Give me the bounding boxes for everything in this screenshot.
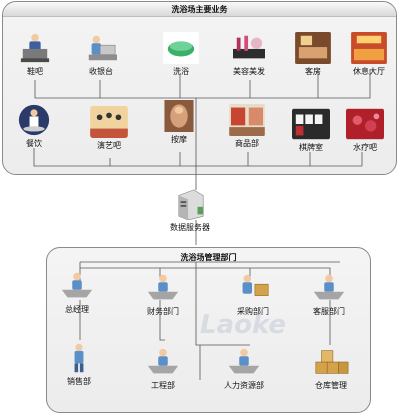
finance-desk-icon (147, 274, 179, 300)
performance-label: 演艺吧 (97, 141, 121, 150)
general-manager-node[interactable]: 总经理 (58, 270, 96, 315)
stage-show-icon (90, 106, 128, 138)
sales-icon (74, 343, 84, 373)
shop-node[interactable]: 商品部 (228, 104, 266, 149)
massage-icon (164, 100, 194, 132)
general-manager-label: 总经理 (65, 305, 89, 314)
server-icon (178, 189, 204, 220)
sales-node[interactable]: 销售部 (60, 342, 98, 387)
guestroom-node[interactable]: 客房 (294, 32, 332, 77)
lounge-node[interactable]: 休息大厅 (350, 32, 388, 77)
customer-service-node[interactable]: 客服部门 (310, 272, 348, 317)
sales-label: 销售部 (67, 377, 91, 386)
spa-icon (346, 108, 384, 140)
purchasing-label: 采购部门 (237, 307, 269, 316)
data-server-label: 数据服务器 (170, 223, 210, 232)
lounge-label: 休息大厅 (353, 67, 385, 76)
performance-node[interactable]: 演艺吧 (90, 106, 128, 151)
massage-label: 按摩 (171, 135, 187, 144)
main-business-title: 洗浴场主要业务 (171, 5, 228, 14)
engineering-label: 工程部 (151, 381, 175, 390)
bar-label: 鞋吧 (27, 67, 43, 76)
data-server-node[interactable]: 数据服务器 (170, 188, 210, 233)
engineering-node[interactable]: 工程部 (144, 346, 182, 391)
warehouse-node[interactable]: 仓库管理 (312, 346, 350, 391)
cashier-icon (88, 35, 117, 61)
manager-desk-icon (61, 272, 93, 298)
chess-room-node[interactable]: 棋牌室 (292, 108, 330, 153)
bathing-node[interactable]: 洗浴 (162, 32, 200, 77)
purchasing-icon (242, 274, 269, 296)
mahjong-icon (292, 108, 330, 140)
hr-label: 人力资源部 (224, 381, 264, 390)
customer-service-label: 客服部门 (313, 307, 345, 316)
lounge-icon (351, 32, 387, 64)
shop-icon (229, 104, 265, 136)
management-dept-panel: 洗浴场管理部门 (46, 247, 371, 413)
bathing-label: 洗浴 (173, 67, 189, 76)
purchasing-node[interactable]: 采购部门 (234, 272, 272, 317)
spa-label: 水疗吧 (353, 143, 377, 152)
guest-room-icon (295, 32, 331, 64)
main-business-panel: 洗浴场主要业务 (2, 1, 397, 175)
customer-service-icon (313, 274, 345, 300)
beauty-node[interactable]: 美容美发 (230, 32, 268, 77)
soap-icon (163, 32, 199, 64)
hr-icon (228, 348, 260, 374)
finance-node[interactable]: 财务部门 (144, 272, 182, 317)
bar-node[interactable]: 鞋吧 (16, 32, 54, 77)
main-business-title-bar (3, 2, 396, 17)
warehouse-label: 仓库管理 (315, 381, 347, 390)
warehouse-icon (315, 350, 349, 374)
waiter-bar-icon (20, 33, 50, 63)
engineering-icon (147, 348, 179, 374)
watermark-text: Laoke (200, 310, 286, 340)
dining-node[interactable]: 餐饮 (15, 104, 53, 149)
management-dept-title: 洗浴场管理部门 (180, 253, 237, 262)
cosmetics-icon (233, 35, 265, 59)
cashier-label: 收银台 (89, 67, 113, 76)
guestroom-label: 客房 (305, 67, 321, 76)
shop-label: 商品部 (235, 139, 259, 148)
chess-room-label: 棋牌室 (299, 143, 323, 152)
watermark: Laoke (200, 310, 286, 340)
dining-icon (18, 104, 50, 136)
cashier-node[interactable]: 收银台 (82, 32, 120, 77)
finance-label: 财务部门 (147, 307, 179, 316)
hr-node[interactable]: 人力资源部 (224, 346, 264, 391)
beauty-label: 美容美发 (233, 67, 265, 76)
dining-label: 餐饮 (26, 139, 42, 148)
massage-node[interactable]: 按摩 (160, 100, 198, 145)
spa-node[interactable]: 水疗吧 (346, 108, 384, 153)
